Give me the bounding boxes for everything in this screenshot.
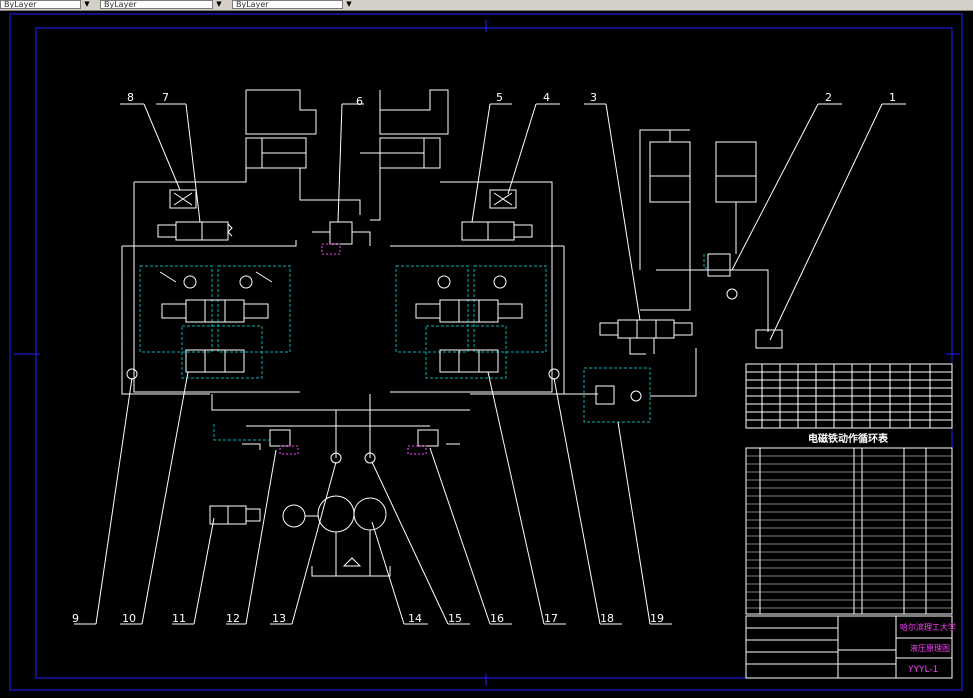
drain-dashed <box>279 445 299 455</box>
linetype-dropdown[interactable]: ByLayer <box>100 0 224 9</box>
outer-frame <box>9 13 963 691</box>
check-valve <box>493 275 507 289</box>
properties-toolbar: ByLayer ▼ ByLayer ▼ ByLayer ▼ <box>0 0 973 11</box>
auxiliary-cylinder-left <box>649 130 691 203</box>
callout-14: 14 <box>408 612 422 625</box>
callout-15: 15 <box>448 612 462 625</box>
chevron-down-icon[interactable]: ▼ <box>342 0 355 9</box>
callout-3: 3 <box>590 91 597 104</box>
layer-dropdown[interactable]: ByLayer <box>0 0 92 9</box>
pipe-line <box>121 246 210 395</box>
linetype-dropdown-value: ByLayer <box>104 0 137 9</box>
callout-17: 17 <box>544 612 558 625</box>
callout-8: 8 <box>127 91 134 104</box>
pressure-switch-1 <box>755 329 783 349</box>
callout-9: 9 <box>72 612 79 625</box>
callout-19: 19 <box>650 612 664 625</box>
lineweight-dropdown[interactable]: ByLayer <box>232 0 354 9</box>
callout-6: 6 <box>356 95 363 108</box>
inner-frame <box>35 27 953 679</box>
relief-valve-12 <box>269 429 291 447</box>
pressure-valve-2 <box>707 253 731 277</box>
cycle-table-rows <box>746 455 952 609</box>
right-directional-valve <box>415 299 523 323</box>
callout-1: 1 <box>889 91 896 104</box>
callout-18: 18 <box>600 612 614 625</box>
solenoid-valve-7 <box>157 221 233 241</box>
callout-5: 5 <box>496 91 503 104</box>
callout-4: 4 <box>543 91 550 104</box>
right-lower-valve <box>439 349 499 373</box>
title-block <box>745 615 953 679</box>
relief-valve-16 <box>417 429 439 447</box>
drawing-code: YYYL-1 <box>907 665 938 675</box>
throttle-valve-8 <box>169 189 197 209</box>
hydraulic-pump-14 <box>353 497 387 531</box>
university-name: 哈尔滨理工大学 <box>900 622 956 632</box>
pipe-line <box>122 240 297 247</box>
pipe-line <box>133 182 300 393</box>
pipe-line <box>134 168 247 183</box>
left-directional-valve <box>161 299 269 323</box>
check-valve <box>183 275 197 289</box>
hydraulic-schematic-canvas[interactable]: 1 2 3 4 5 6 7 8 9 10 11 12 13 14 15 16 1… <box>0 10 973 698</box>
pilot-line <box>213 424 270 441</box>
callout-12: 12 <box>226 612 240 625</box>
check-valve-15 <box>364 452 376 464</box>
callout-labels: 1 2 3 4 5 6 7 8 9 10 11 12 13 14 15 16 1… <box>72 91 896 625</box>
pipe-line <box>390 181 553 393</box>
callout-16: 16 <box>490 612 504 625</box>
pipe-line <box>299 168 361 215</box>
pipe-line <box>370 168 381 221</box>
main-pressure-line <box>211 394 470 411</box>
check-valve-2 <box>726 288 738 300</box>
electric-motor-icon <box>282 504 306 528</box>
callout-leaders <box>74 103 906 625</box>
solenoid-state-table <box>745 363 953 429</box>
solenoid-valve-11 <box>209 505 261 525</box>
left-lower-valve <box>185 349 245 373</box>
center-hydraulic-cylinder <box>360 89 449 169</box>
callout-2: 2 <box>825 91 832 104</box>
drain-dashed <box>321 243 341 255</box>
solenoid-valve-3 <box>599 319 693 339</box>
callout-10: 10 <box>122 612 136 625</box>
callout-11: 11 <box>172 612 186 625</box>
pressure-valve-6 <box>312 221 371 246</box>
cycle-table <box>745 447 953 615</box>
drain-dashed <box>407 445 427 455</box>
left-speed-control-block <box>139 265 291 379</box>
layer-dropdown-value: ByLayer <box>4 0 37 9</box>
throttle-valve-4 <box>489 189 517 209</box>
tank-icon <box>342 557 362 567</box>
valve-19-block <box>583 367 651 423</box>
check-valve <box>437 275 451 289</box>
check-valve <box>239 275 253 289</box>
solenoid-valve-5 <box>461 221 533 241</box>
hydraulic-pump-13 <box>317 495 355 533</box>
auxiliary-cylinder-right <box>715 141 757 203</box>
chevron-down-icon[interactable]: ▼ <box>212 0 225 9</box>
callout-7: 7 <box>162 91 169 104</box>
right-speed-control-block <box>395 265 547 379</box>
check-valve-18 <box>548 368 560 380</box>
table-title: 电磁铁动作循环表 <box>808 432 889 445</box>
check-valve-19 <box>630 390 642 402</box>
callout-13: 13 <box>272 612 286 625</box>
chevron-down-icon[interactable]: ▼ <box>80 0 93 9</box>
lineweight-dropdown-value: ByLayer <box>236 0 269 9</box>
check-valve-9 <box>126 368 138 380</box>
left-hydraulic-cylinder <box>245 89 317 169</box>
drawing-name: 液压原理图 <box>910 643 950 653</box>
pressure-valve-19 <box>595 385 615 405</box>
